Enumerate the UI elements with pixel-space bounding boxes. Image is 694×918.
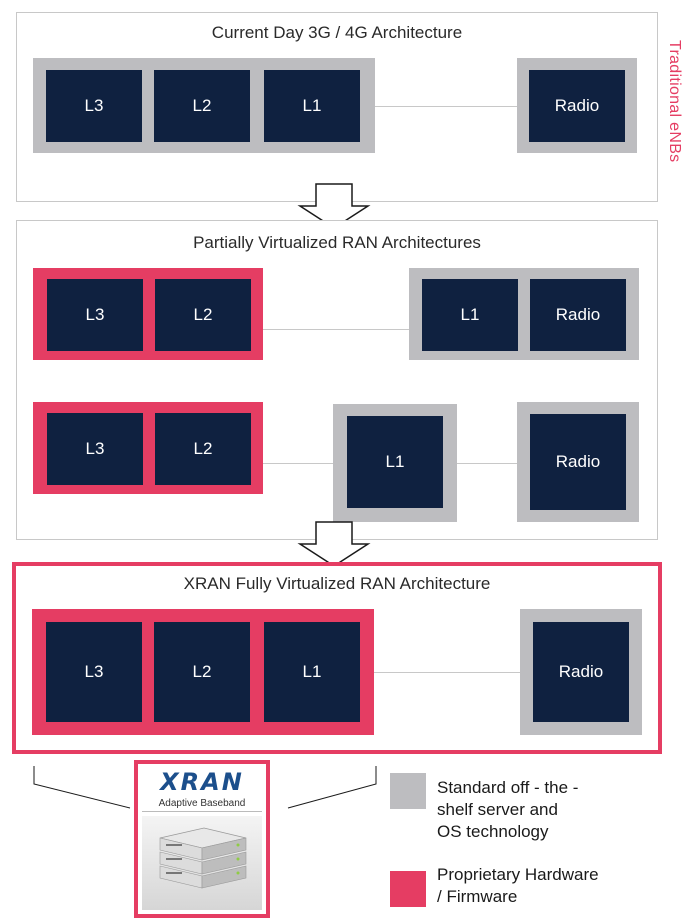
current-architecture-title: Current Day 3G / 4G Architecture: [211, 23, 463, 42]
partial-row1-l2-block: L2: [155, 279, 251, 351]
down-arrow-2: [297, 521, 371, 567]
current-architecture-panel: Current Day 3G / 4G Architecture L3 L2 L…: [16, 12, 658, 202]
xran-adaptive-baseband-card: XRAN Adaptive Baseband: [134, 760, 270, 918]
xran-architecture-title: XRAN Fully Virtualized RAN Architecture: [183, 574, 491, 593]
partial-architecture-panel: Partially Virtualized RAN Architectures …: [16, 220, 658, 540]
server-rack-image: [142, 816, 262, 910]
partial-row2-link-line-b: [457, 463, 517, 464]
partial-row1-link-line: [263, 329, 409, 330]
legend-standard-line-3: OS technology: [437, 822, 549, 841]
partial-architecture-title: Partially Virtualized RAN Architectures: [193, 233, 481, 252]
xran-l1-block: L1: [264, 622, 360, 722]
legend-proprietary-text: Proprietary Hardware / Firmware: [437, 864, 599, 908]
partial-row2-l3-block: L3: [47, 413, 143, 485]
partial-row2-link-line-a: [263, 463, 333, 464]
partial-row2-radio-block: Radio: [530, 414, 626, 510]
current-l1-block: L1: [264, 70, 360, 142]
traditional-enbs-label: Traditional eNBs: [666, 40, 683, 163]
legend-proprietary-line-1: Proprietary Hardware: [437, 865, 599, 884]
current-radio-block: Radio: [529, 70, 625, 142]
down-arrow-1: [297, 183, 371, 229]
partial-row1-radio-block: Radio: [530, 279, 626, 351]
xran-subtitle: Adaptive Baseband: [142, 798, 262, 812]
current-l2-block: L2: [154, 70, 250, 142]
legend-proprietary-line-2: / Firmware: [437, 887, 518, 906]
xran-l2-block: L2: [154, 622, 250, 722]
current-link-line: [375, 106, 517, 107]
xran-l3-block: L3: [46, 622, 142, 722]
legend-proprietary-swatch: [390, 871, 426, 907]
legend-standard-swatch: [390, 773, 426, 809]
partial-row1-l3-block: L3: [47, 279, 143, 351]
xran-logo: XRAN: [160, 768, 244, 796]
xran-architecture-panel: XRAN Fully Virtualized RAN Architecture …: [12, 562, 662, 754]
legend-standard-line-1: Standard off - the -: [437, 778, 579, 797]
partial-row2-l1-block: L1: [347, 416, 443, 508]
partial-row2-l2-block: L2: [155, 413, 251, 485]
xran-radio-block: Radio: [533, 622, 629, 722]
partial-row1-l1-block: L1: [422, 279, 518, 351]
server-stack-icon: [159, 827, 247, 889]
legend-standard-line-2: shelf server and: [437, 800, 558, 819]
current-l3-block: L3: [46, 70, 142, 142]
xran-link-line: [374, 672, 520, 673]
legend-standard-text: Standard off - the - shelf server and OS…: [437, 777, 578, 843]
